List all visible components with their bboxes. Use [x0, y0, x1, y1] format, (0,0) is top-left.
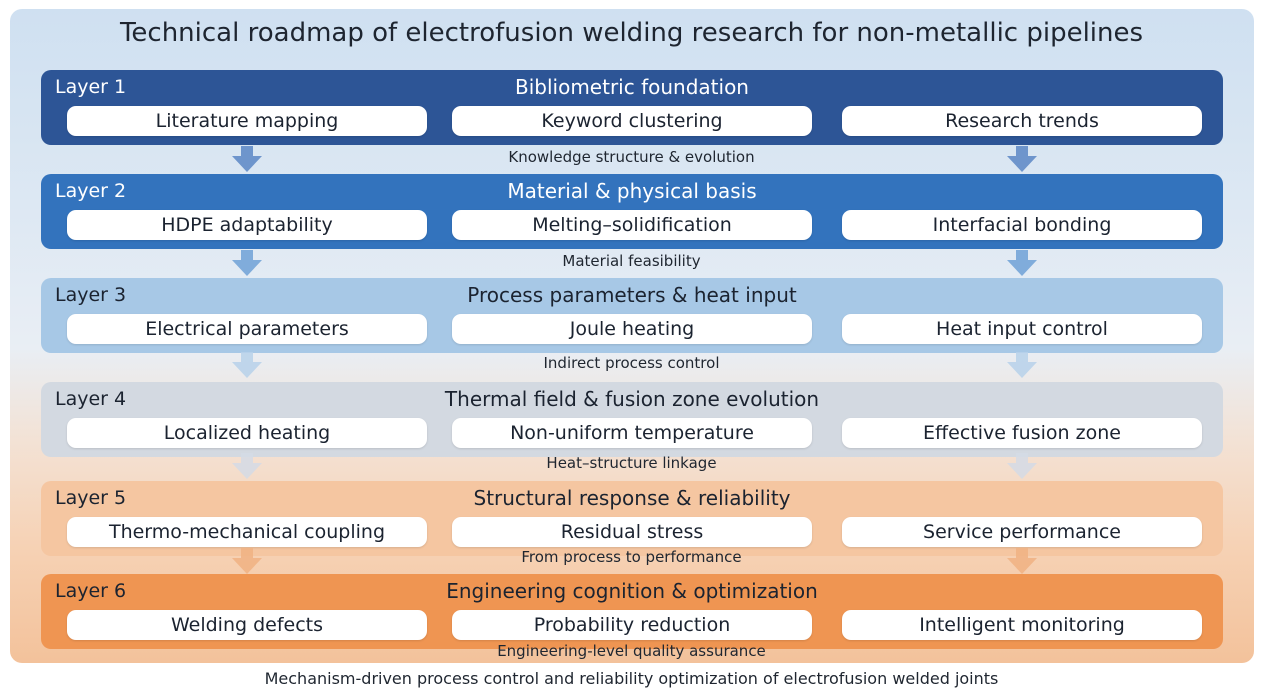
layer-item: Probability reduction [452, 610, 812, 640]
arrow-shape [1007, 250, 1037, 276]
layer-item: Effective fusion zone [842, 418, 1202, 448]
layer-title: Engineering cognition & optimization [446, 579, 818, 603]
diagram-title: Technical roadmap of electrofusion weldi… [119, 18, 1144, 48]
layer-label: Layer 1 [55, 76, 127, 98]
down-arrow-right-icon [1007, 146, 1037, 172]
layer-label: Layer 4 [55, 388, 127, 410]
layer-title: Process parameters & heat input [467, 283, 797, 307]
layer-title: Structural response & reliability [473, 486, 791, 510]
arrow-shape [1007, 548, 1037, 574]
arrow-shape [232, 352, 262, 378]
layer-item: Interfacial bonding [842, 210, 1202, 240]
layer-5: Layer 5 Structural response & reliability… [41, 481, 1223, 556]
layer-item: Localized heating [67, 418, 427, 448]
layer-title: Bibliometric foundation [515, 75, 749, 99]
layer-item: Research trends [842, 106, 1202, 136]
down-arrow-left-icon [232, 146, 262, 172]
layer-4: Layer 4 Thermal field & fusion zone evolu… [41, 382, 1223, 457]
layer-item: Melting–solidification [452, 210, 812, 240]
down-arrow-right-icon [1007, 548, 1037, 574]
down-arrow-left-icon [232, 453, 262, 479]
layer-item: Intelligent monitoring [842, 610, 1202, 640]
layer-label: Layer 2 [55, 180, 127, 202]
arrow-shape [232, 453, 262, 479]
footer-caption: Mechanism-driven process control and rel… [264, 669, 999, 688]
down-arrow-right-icon [1007, 250, 1037, 276]
layer-title: Material & physical basis [507, 179, 757, 203]
layer-item: Heat input control [842, 314, 1202, 344]
connector-caption: Knowledge structure & evolution [508, 148, 755, 166]
arrow-shape [232, 548, 262, 574]
down-arrow-right-icon [1007, 352, 1037, 378]
arrow-shape [1007, 453, 1037, 479]
layer-6: Layer 6 Engineering cognition & optimizat… [41, 574, 1223, 649]
layer-item: Welding defects [67, 610, 427, 640]
layer-item: Non-uniform temperature [452, 418, 812, 448]
down-arrow-left-icon [232, 352, 262, 378]
arrow-shape [1007, 352, 1037, 378]
layer-title: Thermal field & fusion zone evolution [444, 387, 820, 411]
layer-label: Layer 3 [55, 284, 127, 306]
layer-item: Electrical parameters [67, 314, 427, 344]
down-arrow-left-icon [232, 250, 262, 276]
down-arrow-left-icon [232, 548, 262, 574]
layer-label: Layer 6 [55, 580, 127, 602]
layer-item: Service performance [842, 517, 1202, 547]
arrow-shape [1007, 146, 1037, 172]
connector-caption: Material feasibility [562, 252, 701, 270]
layer-label: Layer 5 [55, 487, 127, 509]
layer-item: Literature mapping [67, 106, 427, 136]
layer-item: Keyword clustering [452, 106, 812, 136]
arrow-shape [232, 250, 262, 276]
layer-item: HDPE adaptability [67, 210, 427, 240]
arrow-shape [232, 146, 262, 172]
connector-caption: Heat–structure linkage [546, 454, 717, 472]
layer-item: Joule heating [452, 314, 812, 344]
connector-caption: From process to performance [521, 548, 742, 566]
down-arrow-right-icon [1007, 453, 1037, 479]
layer-item: Residual stress [452, 517, 812, 547]
layer-item: Thermo-mechanical coupling [67, 517, 427, 547]
connector-caption: Engineering-level quality assurance [497, 642, 766, 660]
connector-caption: Indirect process control [543, 354, 720, 372]
